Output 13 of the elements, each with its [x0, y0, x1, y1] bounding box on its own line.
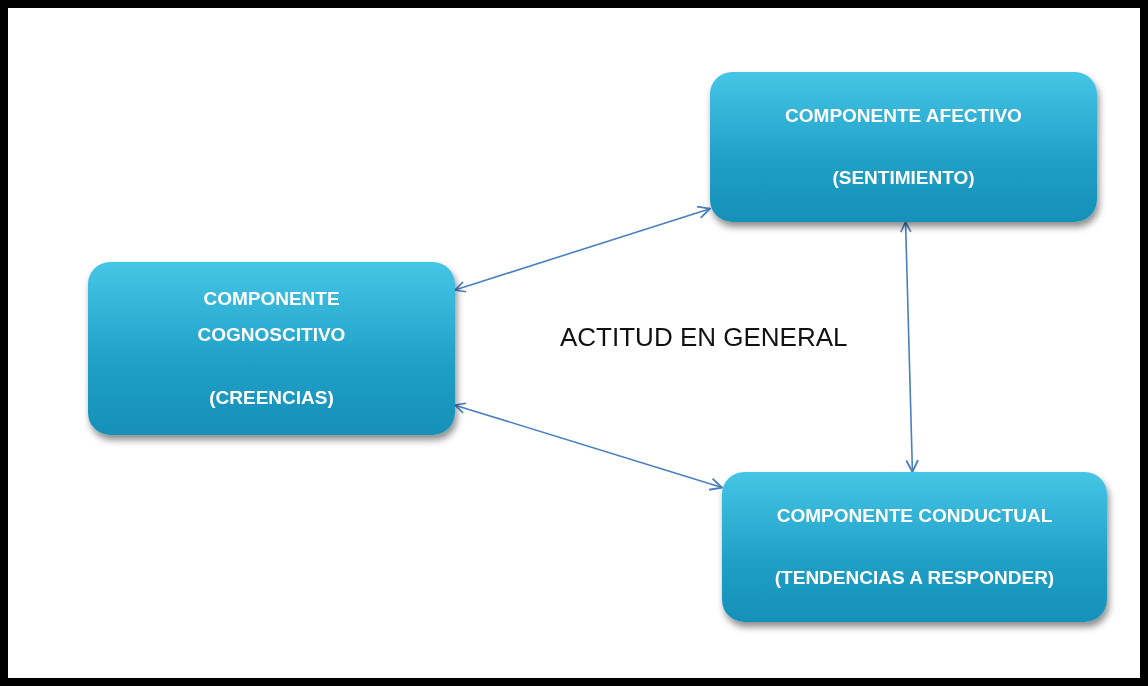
rounded-box — [722, 472, 1107, 622]
box-text: COMPONENTE COGNOSCITIVO — [196, 287, 347, 348]
box-text: (CREENCIAS) — [209, 385, 334, 410]
rounded-box — [88, 262, 455, 435]
box-text: (SENTIMIENTO) — [832, 166, 975, 190]
box-text: COMPONENTE CONDUCTUAL — [776, 503, 1053, 528]
double-arrow — [454, 205, 711, 293]
double-arrow — [454, 402, 723, 491]
center-label: ACTITUD EN GENERAL — [560, 322, 848, 353]
double-arrow — [900, 221, 919, 473]
box-text: (TENDENCIAS A RESPONDER) — [774, 566, 1055, 590]
box-text: COMPONENTE AFECTIVO — [785, 103, 1022, 128]
rounded-box — [710, 72, 1097, 222]
